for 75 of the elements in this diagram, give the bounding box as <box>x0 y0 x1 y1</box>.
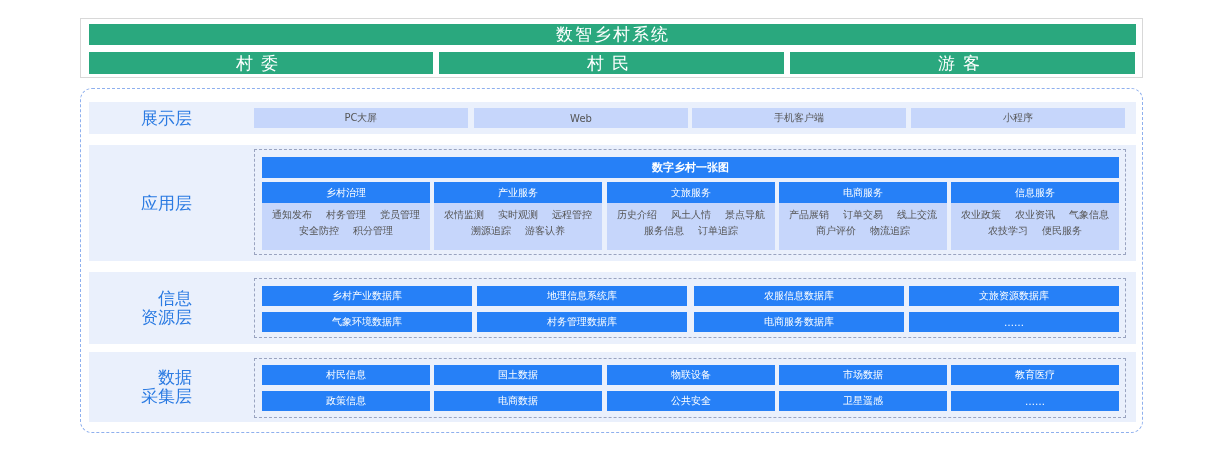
service-card <box>951 182 1119 250</box>
dashed-container <box>80 88 1143 433</box>
card-heading: 产业服务 <box>434 182 602 203</box>
service-card <box>262 182 430 250</box>
layer-band <box>89 102 1136 134</box>
data-box: 文旅资源数据库 <box>909 286 1119 306</box>
dashed-group <box>254 278 1126 338</box>
channel-box: 小程序 <box>911 108 1125 128</box>
layer-title: 信息资源层 <box>140 289 193 327</box>
service-card <box>607 182 775 250</box>
service-card <box>434 182 602 250</box>
card-heading: 文旅服务 <box>607 182 775 203</box>
data-box: 电商数据 <box>434 391 602 411</box>
service-item: 溯源追踪 <box>471 225 511 237</box>
data-box: 农服信息数据库 <box>694 286 904 306</box>
service-item: 村务管理 <box>326 209 366 221</box>
service-item: 通知发布 <box>272 209 312 221</box>
service-item: 商户评价 <box>816 225 856 237</box>
data-box: 公共安全 <box>607 391 775 411</box>
data-box: 市场数据 <box>779 365 947 385</box>
service-item: 线上交流 <box>897 209 937 221</box>
service-item: 农技学习 <box>988 225 1028 237</box>
data-box: …… <box>909 312 1119 332</box>
service-item: 景点导航 <box>725 209 765 221</box>
data-box: 教育医疗 <box>951 365 1119 385</box>
data-box: …… <box>951 391 1119 411</box>
data-box: 国土数据 <box>434 365 602 385</box>
card-heading: 乡村治理 <box>262 182 430 203</box>
title-bar: 数智乡村系统 <box>89 24 1136 45</box>
service-item: 安全防控 <box>299 225 339 237</box>
data-box: 电商服务数据库 <box>694 312 904 332</box>
service-item: 订单交易 <box>843 209 883 221</box>
panel-frame <box>80 18 1143 78</box>
service-card <box>779 182 947 250</box>
data-box: 政策信息 <box>262 391 430 411</box>
layer-band <box>89 145 1136 261</box>
title-bar: 数字乡村一张图 <box>262 157 1119 178</box>
card-heading: 电商服务 <box>779 182 947 203</box>
service-item: 历史介绍 <box>617 209 657 221</box>
service-item: 积分管理 <box>353 225 393 237</box>
data-box: 卫星遥感 <box>779 391 947 411</box>
service-item: 农情监测 <box>444 209 484 221</box>
card-heading: 信息服务 <box>951 182 1119 203</box>
dashed-group <box>254 358 1126 418</box>
service-item: 服务信息 <box>644 225 684 237</box>
service-item: 游客认养 <box>525 225 565 237</box>
layer-title: 数据采集层 <box>140 368 193 406</box>
service-item: 产品展销 <box>789 209 829 221</box>
service-item: 党员管理 <box>380 209 420 221</box>
layer-title: 应用层 <box>140 193 193 213</box>
service-item: 农业资讯 <box>1015 209 1055 221</box>
data-box: 气象环境数据库 <box>262 312 472 332</box>
user-bar: 游客 <box>790 52 1135 74</box>
data-box: 地理信息系统库 <box>477 286 687 306</box>
layer-band <box>89 352 1136 422</box>
data-box: 村民信息 <box>262 365 430 385</box>
channel-box: Web <box>474 108 688 128</box>
layer-title: 展示层 <box>140 108 193 128</box>
data-box: 乡村产业数据库 <box>262 286 472 306</box>
user-bar: 村委 <box>89 52 433 74</box>
service-item: 实时观测 <box>498 209 538 221</box>
service-item: 订单追踪 <box>698 225 738 237</box>
service-item: 农业政策 <box>961 209 1001 221</box>
service-item: 便民服务 <box>1042 225 1082 237</box>
service-item: 气象信息 <box>1069 209 1109 221</box>
layer-band <box>89 272 1136 344</box>
service-item: 远程管控 <box>552 209 592 221</box>
user-bar: 村民 <box>439 52 784 74</box>
channel-box: PC大屏 <box>254 108 468 128</box>
service-item: 物流追踪 <box>870 225 910 237</box>
service-item: 风土人情 <box>671 209 711 221</box>
data-box: 村务管理数据库 <box>477 312 687 332</box>
channel-box: 手机客户端 <box>692 108 906 128</box>
data-box: 物联设备 <box>607 365 775 385</box>
dashed-group <box>254 149 1126 255</box>
